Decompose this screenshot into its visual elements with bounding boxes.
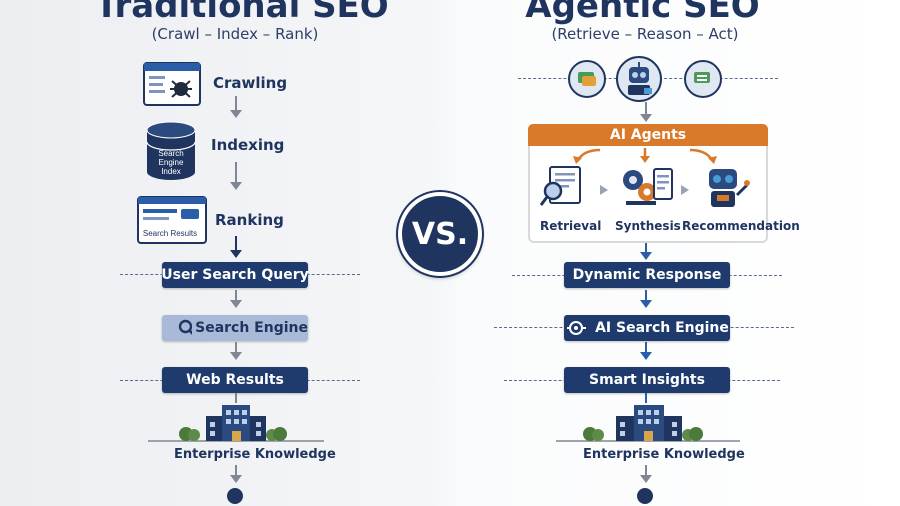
left-building-icon	[148, 405, 324, 442]
database-icon: Search Engine Index	[146, 121, 196, 180]
web-results-bar: Web Results	[162, 367, 308, 393]
crawler-browser-icon	[143, 62, 201, 106]
ai-network-icon	[567, 321, 587, 335]
step-ranking: Ranking	[215, 211, 284, 229]
right-title: Agentic SEO	[525, 0, 760, 26]
search-engine-bar: Search Engine	[162, 315, 308, 341]
db-label-3: Index	[161, 167, 181, 176]
smart-insights-bar: Smart Insights	[564, 367, 730, 393]
message-icon	[684, 60, 722, 98]
ai-agents-header: AI Agents	[528, 124, 768, 146]
chevron-right-icon-2	[681, 185, 689, 195]
step-crawling: Crawling	[213, 74, 288, 92]
agent-synthesis-label: Synthesis	[615, 219, 681, 233]
ai-search-engine-label: AI Search Engine	[595, 320, 729, 336]
right-enterprise-knowledge: Enterprise Knowledge	[583, 447, 745, 462]
magnifier-icon	[178, 319, 193, 335]
ai-search-engine-bar: AI Search Engine	[564, 315, 730, 341]
robot-icon	[616, 56, 662, 102]
step-indexing: Indexing	[211, 136, 285, 154]
chat-bubble-icon	[568, 60, 606, 98]
right-building-icon	[556, 405, 740, 442]
agent-retrieval-label: Retrieval	[540, 219, 602, 233]
search-engine-label: Search Engine	[195, 320, 308, 336]
results-window-label: Search Results	[143, 229, 197, 238]
document-search-icon	[540, 166, 581, 206]
gears-document-icon	[623, 168, 673, 205]
db-label-2: Engine	[159, 158, 184, 167]
right-end-dot	[637, 488, 653, 504]
left-subtitle: (Crawl – Index – Rank)	[151, 25, 319, 43]
chevron-right-icon	[600, 185, 608, 195]
user-search-query-bar: User Search Query	[161, 262, 309, 288]
results-window-icon: Search Results	[137, 196, 207, 244]
left-enterprise-knowledge: Enterprise Knowledge	[174, 447, 336, 462]
db-label-1: Search	[158, 149, 183, 158]
dynamic-response-bar: Dynamic Response	[564, 262, 730, 288]
left-end-dot	[227, 488, 243, 504]
vs-badge: VS.	[398, 192, 482, 276]
agents-curved-arrows	[573, 148, 717, 164]
robot-assistant-icon	[709, 169, 750, 207]
agent-recommendation-label: Recommendation	[682, 219, 800, 233]
right-subtitle: (Retrieve – Reason – Act)	[551, 25, 739, 43]
left-title: Traditional SEO	[95, 0, 389, 26]
